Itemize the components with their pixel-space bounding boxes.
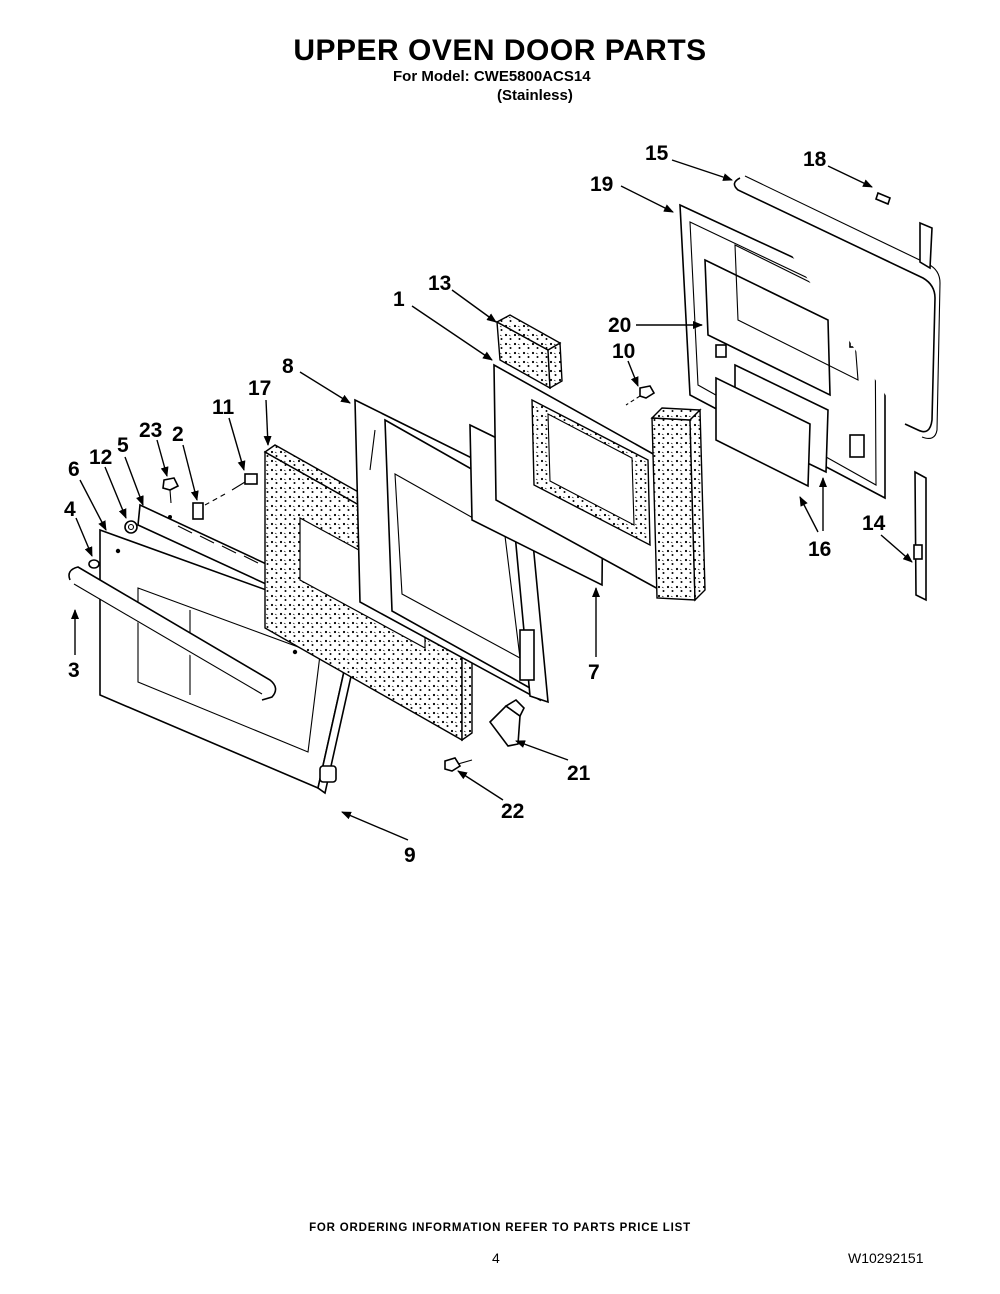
insulation-block-13: [495, 314, 563, 390]
inner-glass-1: [493, 363, 661, 592]
callout-labels: 4 6 12 5 23 2 11 17 8 1 13 10 20 19 15 1…: [64, 142, 886, 867]
callout-7: 7: [588, 661, 600, 684]
callout-6: 6: [68, 458, 80, 481]
callout-20: 20: [608, 314, 631, 337]
callout-10: 10: [612, 340, 635, 363]
glass-pieces-16: [715, 363, 829, 488]
gasket-15: [733, 175, 941, 439]
door-stop-bumper: [319, 765, 337, 783]
callout-3: 3: [68, 659, 80, 682]
hinge-21: [488, 698, 525, 747]
page-title: UPPER OVEN DOOR PARTS: [293, 34, 707, 67]
callout-12: 12: [89, 446, 112, 469]
ordering-note: FOR ORDERING INFORMATION REFER TO PARTS …: [309, 1222, 691, 1234]
callout-11: 11: [212, 396, 235, 419]
screw-10: [625, 385, 656, 406]
callout-16: 16: [808, 538, 831, 561]
document-number: W10292151: [848, 1250, 924, 1266]
callout-15: 15: [645, 142, 669, 165]
finish-line: (Stainless): [497, 87, 573, 104]
nut-12: [124, 520, 138, 534]
page-number: 4: [492, 1250, 500, 1266]
outer-door-panel: [68, 528, 363, 795]
callout-4: 4: [64, 498, 76, 521]
callout-21: 21: [567, 762, 591, 785]
callout-1: 1: [393, 288, 405, 311]
callout-17: 17: [248, 377, 271, 400]
callout-18: 18: [803, 148, 827, 171]
hinge-strip-14: [913, 470, 927, 602]
washer-4: [88, 559, 100, 569]
screw-23: [162, 477, 180, 504]
insulation-side-strip: [650, 407, 706, 602]
callout-9: 9: [404, 844, 416, 867]
leader-arrows: [71, 159, 913, 841]
callout-22: 22: [501, 800, 524, 823]
bracket-18: [875, 191, 933, 270]
model-line: For Model: CWE5800ACS14: [393, 68, 591, 85]
clip-2: [192, 502, 204, 520]
screw-11: [204, 473, 258, 506]
callout-13: 13: [428, 272, 451, 295]
callout-19: 19: [590, 173, 613, 196]
callout-8: 8: [282, 355, 294, 378]
screw-22: [444, 757, 473, 772]
callout-23: 23: [139, 419, 162, 442]
callout-2: 2: [172, 423, 184, 446]
callout-5: 5: [117, 434, 129, 457]
callout-14: 14: [862, 512, 886, 535]
